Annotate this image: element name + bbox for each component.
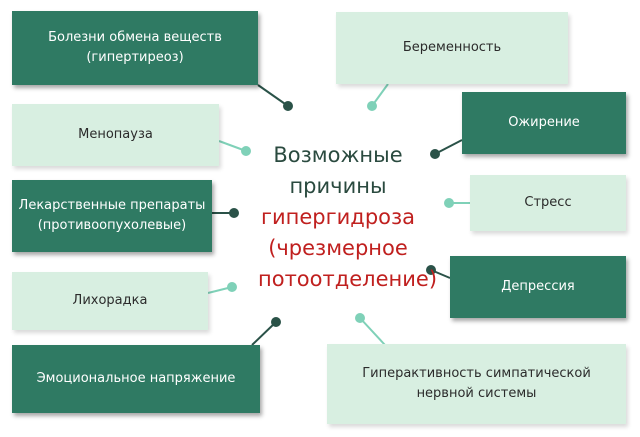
connector-dot-emotional: [271, 317, 281, 327]
connector-dot-obesity: [430, 149, 440, 159]
box-obesity: Ожирение: [462, 92, 626, 154]
box-medication-line1: Лекарственные препараты: [18, 198, 206, 213]
box-fever: Лихорадка: [12, 272, 208, 330]
central-topic: Возможные причины гипергидроза (чрезмерн…: [258, 140, 438, 295]
box-pregnancy: Беременность: [336, 12, 568, 84]
box-emotional-stress: Эмоциональное напряжение: [12, 345, 260, 413]
connector-dot-depression: [426, 265, 436, 275]
box-medication-line2: (противоопухолевые): [37, 218, 187, 233]
box-emotional-label: Эмоциональное напряжение: [36, 371, 236, 386]
box-medication: Лекарственные препараты (противоопухолев…: [12, 180, 212, 252]
connector-dot-metabolic: [283, 101, 293, 111]
box-metabolic-line1: Болезни обмена веществ: [48, 30, 222, 45]
center-line1: Возможные: [273, 143, 403, 167]
box-metabolic-line2: (гипертиреоз): [86, 50, 184, 65]
box-pregnancy-label: Беременность: [402, 40, 502, 55]
box-stress-label: Стресс: [524, 195, 572, 210]
center-line3: гипергидроза: [260, 205, 416, 229]
box-menopause-label: Менопауза: [78, 127, 153, 142]
connector-dot-medication: [229, 208, 239, 218]
connector-dot-hyperactivity: [355, 313, 365, 323]
center-line5: потоотделение): [258, 267, 438, 291]
connector-emotional: [251, 321, 277, 346]
box-metabolic-diseases: Болезни обмена веществ (гипертиреоз): [12, 11, 258, 85]
connector-dot-fever: [227, 282, 237, 292]
box-depression-label: Депрессия: [501, 279, 575, 294]
connector-obesity: [434, 139, 463, 155]
box-sympathetic-hyperactivity: Гиперактивность симпатической нервной си…: [327, 344, 626, 424]
connector-dot-pregnancy: [367, 101, 377, 111]
connector-dot-stress: [444, 198, 454, 208]
connector-metabolic: [257, 84, 289, 107]
box-hyperactivity-line1: Гиперактивность симпатической: [362, 366, 591, 381]
box-menopause: Менопауза: [12, 104, 219, 166]
box-obesity-label: Ожирение: [508, 115, 580, 130]
box-depression: Депрессия: [450, 256, 626, 318]
center-line4: (чрезмерное: [268, 236, 408, 260]
connector-dot-menopause: [241, 146, 251, 156]
box-hyperactivity-line2: нервной системы: [416, 386, 537, 401]
box-stress: Стресс: [470, 175, 626, 231]
connector-hyperactivity: [359, 317, 386, 346]
box-fever-label: Лихорадка: [72, 293, 148, 308]
center-line2: причины: [289, 174, 387, 198]
